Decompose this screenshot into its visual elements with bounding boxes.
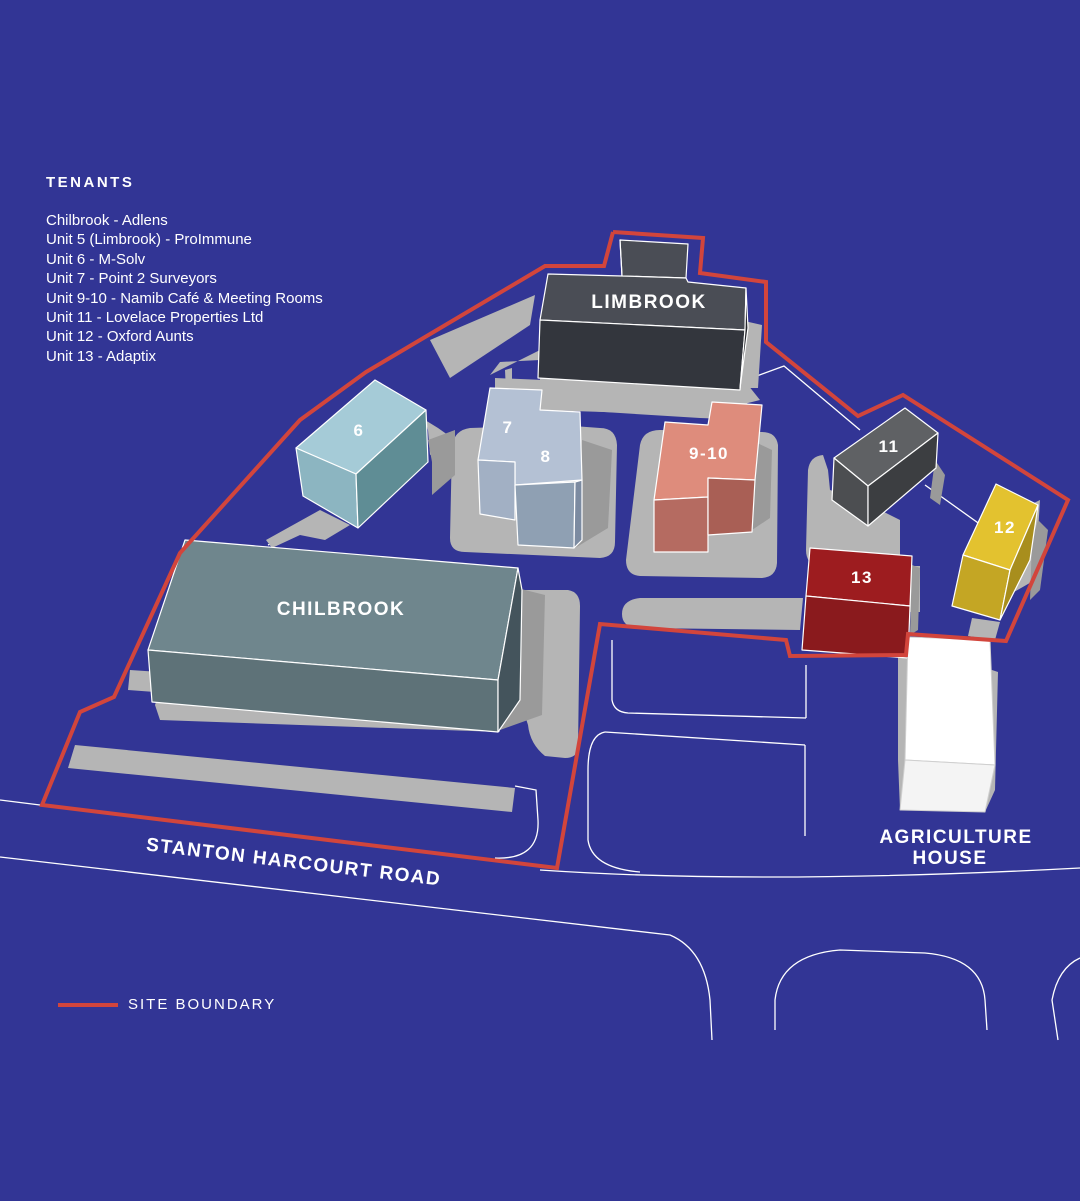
building-unit-11[interactable] [831, 407, 939, 527]
tenants-list: Chilbrook - Adlens Unit 5 (Limbrook) - P… [46, 211, 323, 366]
building-chilbrook[interactable] [147, 539, 523, 733]
site-boundary-line [39, 230, 1071, 871]
legend-site-boundary-label: SITE BOUNDARY [128, 996, 277, 1013]
label-road: STANTON HARCOURT ROAD [145, 835, 442, 891]
label-limbrook: LIMBROOK [591, 292, 706, 313]
building-unit-13[interactable] [801, 547, 913, 659]
label-agriculture-line2: HOUSE [912, 848, 987, 869]
label-chilbrook: CHILBROOK [277, 599, 406, 620]
tenant-item: Unit 9-10 - Namib Café & Meeting Rooms [46, 289, 323, 307]
label-unit-7: 7 [503, 418, 514, 437]
tenant-item: Unit 7 - Point 2 Surveyors [46, 270, 217, 288]
building-unit-6[interactable] [295, 379, 429, 529]
label-unit-9-10: 9-10 [689, 444, 729, 463]
tenant-item: Unit 5 (Limbrook) - ProImmune [46, 231, 252, 249]
building-agriculture-house[interactable] [899, 636, 996, 813]
building-unit-7-8[interactable] [477, 387, 583, 549]
tenant-item: Chilbrook - Adlens [46, 212, 168, 229]
label-unit-8: 8 [541, 447, 552, 466]
label-unit-11: 11 [879, 437, 900, 456]
building-limbrook[interactable] [537, 239, 749, 391]
tenant-item: Unit 13 - Adaptix [46, 347, 157, 365]
tenants-heading: TENANTS [46, 174, 135, 191]
tenant-item: Unit 11 - Lovelace Properties Ltd [46, 309, 264, 327]
label-unit-6: 6 [354, 421, 365, 440]
tenants-panel: TENANTS Chilbrook - Adlens Unit 5 (Limbr… [46, 174, 323, 366]
building-unit-9-10[interactable] [653, 401, 763, 553]
label-agriculture-line1: AGRICULTURE [879, 827, 1032, 848]
tenant-item: Unit 12 - Oxford Aunts [46, 328, 194, 346]
building-unit-12[interactable] [951, 483, 1039, 621]
site-boundary-swatch [58, 1002, 118, 1007]
tenant-item: Unit 6 - M-Solv [46, 250, 146, 268]
map-legend: SITE BOUNDARY [58, 996, 276, 1013]
building-shadows [428, 430, 1048, 730]
label-unit-12: 12 [994, 518, 1016, 537]
label-unit-13: 13 [851, 568, 873, 587]
